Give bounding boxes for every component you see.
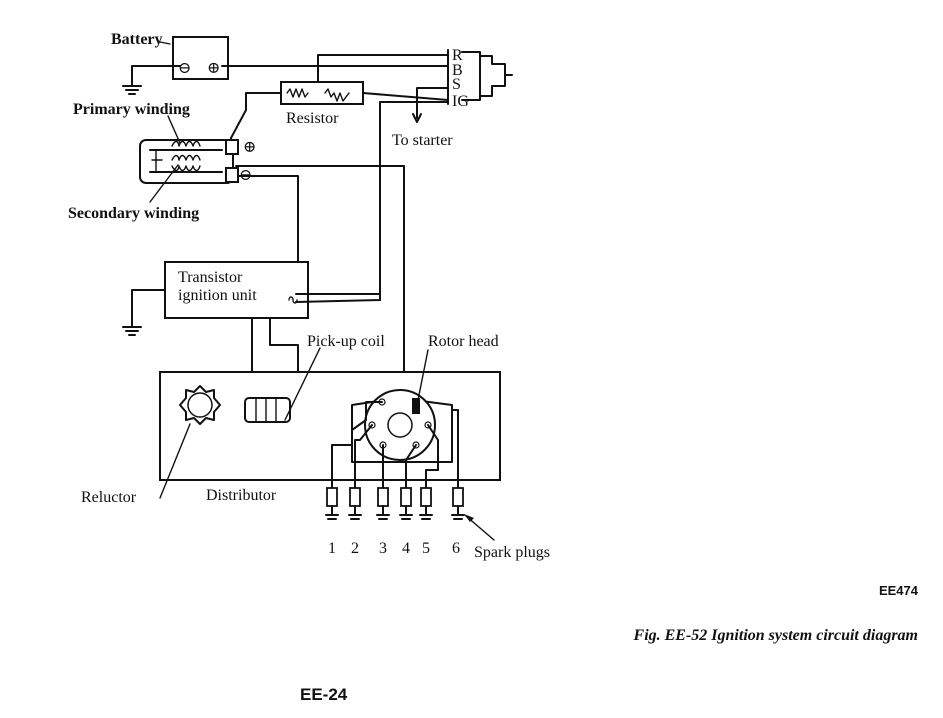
primary-winding-leader xyxy=(167,115,181,144)
plug-number-2: 2 xyxy=(351,540,359,557)
figure-code: EE474 xyxy=(879,583,919,598)
wire-unit-to-ig xyxy=(295,293,381,303)
switch-terminal-ig: IG xyxy=(452,93,469,110)
battery: Battery ⊖ ⊕ xyxy=(111,31,229,80)
wire-ig-to-resistor xyxy=(362,92,449,101)
resistor-label: Resistor xyxy=(286,110,339,127)
plug-number-5: 5 xyxy=(422,540,430,557)
ignition-coil: ⊕ ⊖ xyxy=(139,139,256,184)
transistor-unit-label-line2: ignition unit xyxy=(178,287,257,304)
unit-ground-symbol xyxy=(122,289,166,336)
distributor-label: Distributor xyxy=(206,487,277,504)
switch-terminal-s: S xyxy=(452,76,461,93)
coil-positive-terminal: ⊕ xyxy=(243,139,256,156)
distributor-cap xyxy=(351,349,453,463)
reluctor-label: Reluctor xyxy=(81,489,137,506)
battery-ground-symbol xyxy=(122,65,181,95)
wire-coil-neg-to-unit xyxy=(237,175,299,263)
to-starter-label: To starter xyxy=(392,132,453,149)
distributor xyxy=(159,371,501,481)
ignition-switch: R B S IG xyxy=(447,47,513,110)
battery-positive-terminal: ⊕ xyxy=(207,60,220,77)
battery-negative-terminal: ⊖ xyxy=(178,60,191,77)
pickup-coil xyxy=(244,347,321,423)
plug-number-1: 1 xyxy=(328,540,336,557)
resistor: Resistor xyxy=(280,81,364,127)
plug-number-6: 6 xyxy=(452,540,460,557)
spark-plug-2 xyxy=(348,487,362,520)
wire-to-starter: To starter xyxy=(392,87,453,149)
transistor-ignition-unit: Transistor ignition unit xyxy=(164,261,309,319)
spark-plug-5 xyxy=(419,487,433,520)
reluctor xyxy=(159,385,221,499)
plug-number-3: 3 xyxy=(379,540,387,557)
primary-winding-label: Primary winding xyxy=(73,101,190,118)
switch-terminal-r: R xyxy=(452,47,463,64)
wire-coil-to-distributor xyxy=(235,165,405,396)
spark-plugs-label: Spark plugs xyxy=(474,544,550,561)
transistor-unit-label-line1: Transistor xyxy=(178,269,243,286)
secondary-winding-leader xyxy=(149,164,179,203)
battery-label: Battery xyxy=(111,31,163,48)
pickup-coil-label: Pick-up coil xyxy=(307,333,385,350)
spark-plug-4 xyxy=(399,487,413,520)
plug-leads xyxy=(331,401,459,489)
spark-plug-1 xyxy=(325,487,339,520)
page-number: EE-24 xyxy=(300,685,348,704)
wire-resistor-to-coil xyxy=(230,92,282,146)
figure-caption: Fig. EE-52 Ignition system circuit diagr… xyxy=(633,627,918,644)
wire-ig-vertical xyxy=(379,101,449,301)
switch-terminal-b: B xyxy=(452,62,463,79)
spark-plug-3 xyxy=(376,487,390,520)
secondary-winding-label: Secondary winding xyxy=(68,205,199,222)
plug-number-4: 4 xyxy=(402,540,410,557)
spark-plug-6 xyxy=(451,487,465,520)
rotor-head-label: Rotor head xyxy=(428,333,499,350)
